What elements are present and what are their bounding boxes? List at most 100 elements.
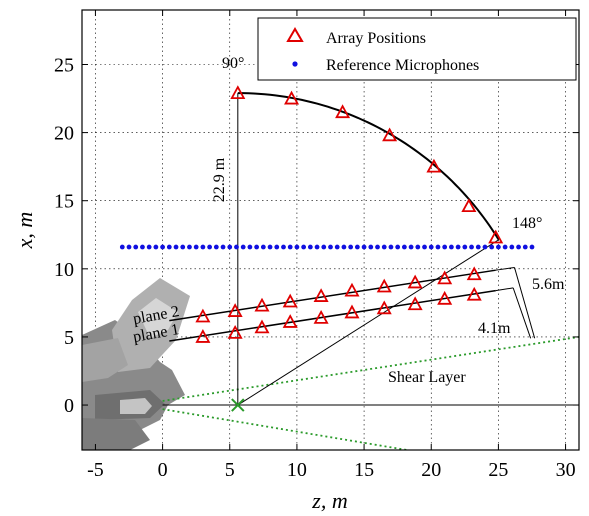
reference-microphone-point [180, 244, 186, 250]
reference-microphone-point [428, 244, 434, 250]
reference-microphone-point [254, 244, 260, 250]
reference-microphone-point [455, 244, 461, 250]
reference-microphone-point [267, 244, 273, 250]
reference-microphone-point [422, 244, 427, 250]
x-tick-label: 5 [225, 459, 235, 481]
array-position-point [437, 290, 453, 305]
y-tick-label: 20 [54, 123, 74, 145]
reference-microphone-point [166, 244, 172, 250]
array-position-point [376, 300, 392, 315]
array-position-point [466, 286, 482, 301]
x-tick-label: 25 [488, 459, 508, 481]
reference-microphone-point [442, 244, 448, 250]
array-position-point [461, 198, 477, 213]
reference-microphone-point [294, 244, 300, 250]
reference-microphone-point [187, 244, 192, 250]
x-axis-label: z, m [311, 488, 347, 513]
origin-cross [231, 398, 245, 412]
array-position-point [227, 303, 243, 317]
reference-microphone-point [321, 244, 327, 250]
reference-microphone-point [516, 244, 521, 250]
plot-frame [81, 9, 580, 451]
reference-microphone-point [522, 244, 528, 250]
reference-microphone-point [213, 244, 219, 250]
reference-microphone-point [146, 244, 152, 250]
angle-end-label: 148° [512, 215, 542, 232]
y-tick-label: 10 [54, 259, 74, 281]
y-tick-label: 15 [54, 191, 74, 213]
array-position-point [227, 324, 243, 339]
reference-microphone-point [341, 244, 347, 250]
reference-microphone-point [354, 244, 360, 250]
reference-microphone-point [234, 244, 239, 250]
array-position-point [407, 296, 423, 311]
legend-triangle-icon [286, 27, 304, 42]
array-position-point [407, 274, 423, 289]
reference-microphone-point [133, 244, 139, 250]
shear-layer-label: Shear Layer [388, 369, 466, 386]
array-position-point [195, 329, 211, 343]
array-position-point [313, 309, 329, 324]
array-position-point [344, 282, 360, 297]
reference-microphone-point [173, 244, 179, 250]
reference-microphone-point [348, 244, 354, 250]
radial-line-148 [237, 239, 499, 406]
reference-microphone-point [220, 244, 226, 250]
reference-microphone-point [395, 244, 401, 250]
reference-microphone-point [448, 244, 454, 250]
reference-microphone-point [193, 244, 199, 250]
y-tick-label: 25 [54, 54, 74, 76]
x-tick-label: 10 [287, 459, 307, 481]
reference-microphone-point [328, 244, 333, 250]
reference-microphone-point [509, 244, 515, 250]
reference-microphone-point [401, 244, 407, 250]
reference-microphone-point [388, 244, 394, 250]
x-tick-label: 15 [354, 459, 374, 481]
radius-label: 22.9 m [211, 157, 228, 202]
array-position-point [382, 127, 398, 142]
reference-microphone-point [160, 244, 165, 250]
reference-microphone-point [496, 244, 501, 250]
y-tick-label: 5 [64, 327, 74, 349]
reference-microphone-point [482, 244, 488, 250]
reference-microphone-point [140, 244, 145, 250]
dist1-label: 4.1m [478, 320, 511, 337]
reference-microphone-point [435, 244, 441, 250]
data-marks [119, 85, 535, 343]
reference-microphone-point [307, 244, 313, 250]
dist2-bracket [514, 267, 536, 339]
reference-microphone-point [469, 244, 474, 250]
reference-microphone-point [227, 244, 233, 250]
dist2-tick [495, 266, 515, 271]
legend-label-reference: Reference Microphones [326, 57, 479, 74]
array-position-point [313, 288, 329, 302]
shear-layer-upper [162, 336, 579, 402]
reference-microphone-point [529, 244, 535, 250]
array-position-point [282, 314, 298, 328]
legend: Array Positions Reference Microphones [257, 17, 577, 81]
legend-label-array: Array Positions [326, 30, 426, 47]
aircraft-shape [82, 278, 190, 450]
x-tick-label: 0 [158, 459, 168, 481]
reference-microphone-point [408, 244, 414, 250]
reference-microphone-point [301, 244, 307, 250]
reference-microphone-point [368, 244, 374, 250]
x-tick-label: 30 [556, 459, 576, 481]
reference-microphone-point [381, 244, 387, 250]
reference-microphone-point [240, 244, 246, 250]
reference-microphone-point [119, 244, 125, 250]
reference-microphone-point [314, 244, 320, 250]
dist1-bracket [512, 287, 532, 339]
array-position-point [488, 229, 504, 244]
y-tick-label: 0 [64, 395, 74, 417]
legend-box [257, 17, 577, 81]
dist1-tick [495, 287, 514, 292]
reference-microphone-point [126, 244, 132, 250]
reference-microphone-point [334, 244, 340, 250]
reference-microphone-point [502, 244, 508, 250]
legend-dot-icon [292, 61, 298, 67]
reference-microphone-point [462, 244, 468, 250]
reference-microphone-point [153, 244, 159, 250]
array-position-point [437, 270, 453, 285]
